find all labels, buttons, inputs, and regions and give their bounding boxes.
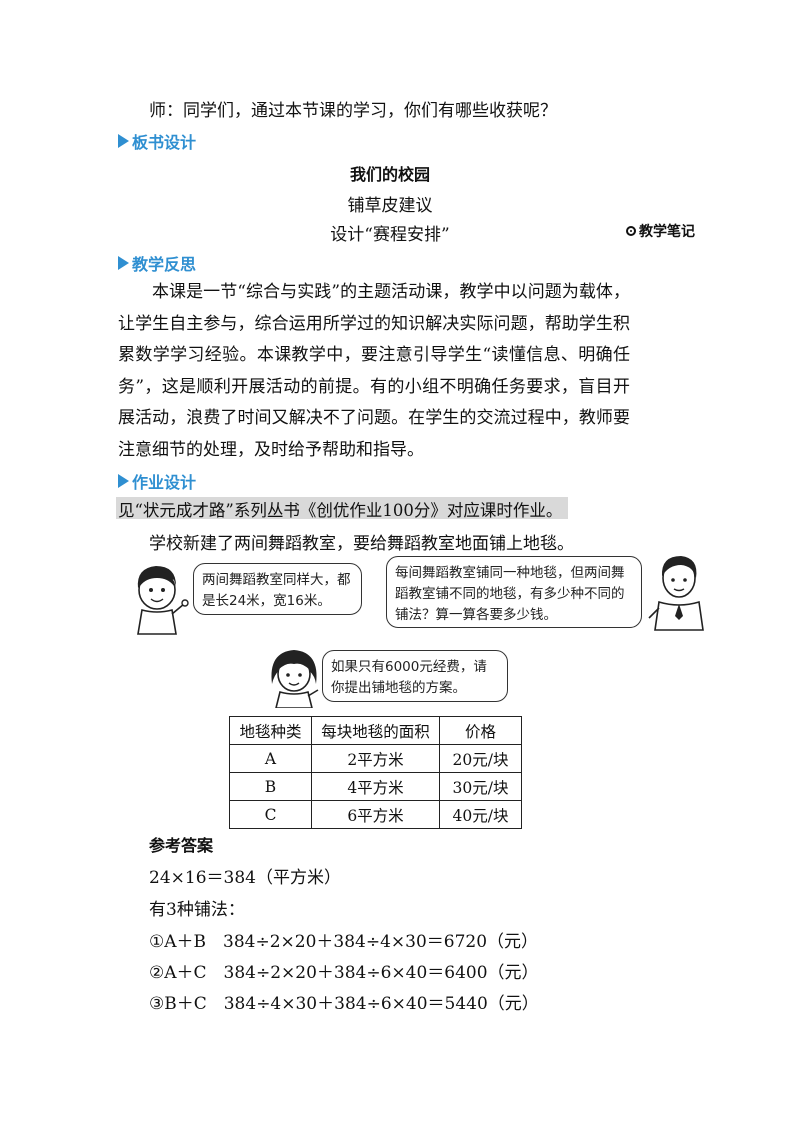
problem-intro: 学校新建了两间舞蹈教室，要给舞蹈教室地面铺上地毯。 xyxy=(149,534,574,554)
section-heading-board-design: 板书设计 xyxy=(118,129,196,153)
table-row: B 4平方米 30元/块 xyxy=(229,772,522,801)
girl-speech-bubble: 如果只有6000元经费，请你提出铺地毯的方案。 xyxy=(322,650,508,702)
answer-line: 有3种铺法： xyxy=(149,900,245,920)
answer-line: ③B＋C 384÷4×30＋384÷6×40＝5440（元） xyxy=(149,994,539,1014)
table-cell: 2平方米 xyxy=(311,744,440,773)
table-header-cell: 每块地毯的面积 xyxy=(311,716,440,745)
table-header-cell: 地毯种类 xyxy=(229,716,312,745)
girl-illustration-icon xyxy=(271,650,319,708)
table-cell: 30元/块 xyxy=(439,772,522,801)
section-heading-label: 教学反思 xyxy=(132,255,197,274)
teacher-question: 师：同学们，通过本节课的学习，你们有哪些收获呢？ xyxy=(149,101,557,121)
board-line-1: 铺草皮建议 xyxy=(347,196,433,216)
table-header-row: 地毯种类 每块地毯的面积 价格 xyxy=(229,716,522,745)
triangle-bullet-icon xyxy=(118,256,129,270)
homework-reference: 见“状元成才路”系列丛书《创优作业100分》对应课时作业。 xyxy=(118,501,563,520)
table-cell: C xyxy=(229,800,312,829)
table-cell: 4平方米 xyxy=(311,772,440,801)
side-note-label: 教学笔记 xyxy=(639,224,695,240)
answer-line: 24×16＝384（平方米） xyxy=(149,868,341,888)
man-illustration-icon xyxy=(648,556,704,631)
section-heading-homework: 作业设计 xyxy=(118,469,196,493)
table-row: A 2平方米 20元/块 xyxy=(229,744,522,773)
table-header-cell: 价格 xyxy=(439,716,522,745)
man-speech-bubble: 每间舞蹈教室铺同一种地毯，但两间舞蹈教室铺不同的地毯，有多少种不同的铺法？算一算… xyxy=(386,556,642,628)
table-row: C 6平方米 40元/块 xyxy=(229,800,522,829)
side-note: 教学笔记 xyxy=(626,221,695,241)
board-line-2: 设计“赛程安排” xyxy=(330,225,450,245)
boy-speech-bubble: 两间舞蹈教室同样大，都是长24米，宽16米。 xyxy=(193,563,362,615)
homework-highlight xyxy=(116,497,568,519)
section-heading-reflection: 教学反思 xyxy=(118,251,196,275)
boy-illustration-icon xyxy=(137,566,189,635)
triangle-bullet-icon xyxy=(118,134,129,148)
reflection-paragraph: 本课是一节“综合与实践”的主题活动课，教学中以问题为载体，让学生自主参与，综合运… xyxy=(118,282,630,460)
board-title: 我们的校园 xyxy=(349,165,430,184)
table-cell: 40元/块 xyxy=(439,800,522,829)
triangle-bullet-icon xyxy=(118,474,129,488)
answer-line: ①A＋B 384÷2×20＋384÷4×30＝6720（元） xyxy=(149,932,539,952)
table-cell: 6平方米 xyxy=(311,800,440,829)
answer-title: 参考答案 xyxy=(149,836,214,855)
table-cell: 20元/块 xyxy=(439,744,522,773)
carpet-price-table: 地毯种类 每块地毯的面积 价格 A 2平方米 20元/块 B 4平方米 30元/… xyxy=(229,716,522,829)
table-cell: A xyxy=(229,744,312,773)
section-heading-label: 作业设计 xyxy=(132,473,197,492)
section-heading-label: 板书设计 xyxy=(132,133,197,152)
target-icon xyxy=(626,226,636,236)
answer-line: ②A＋C 384÷2×20＋384÷6×40＝6400（元） xyxy=(149,963,539,983)
table-cell: B xyxy=(229,772,312,801)
